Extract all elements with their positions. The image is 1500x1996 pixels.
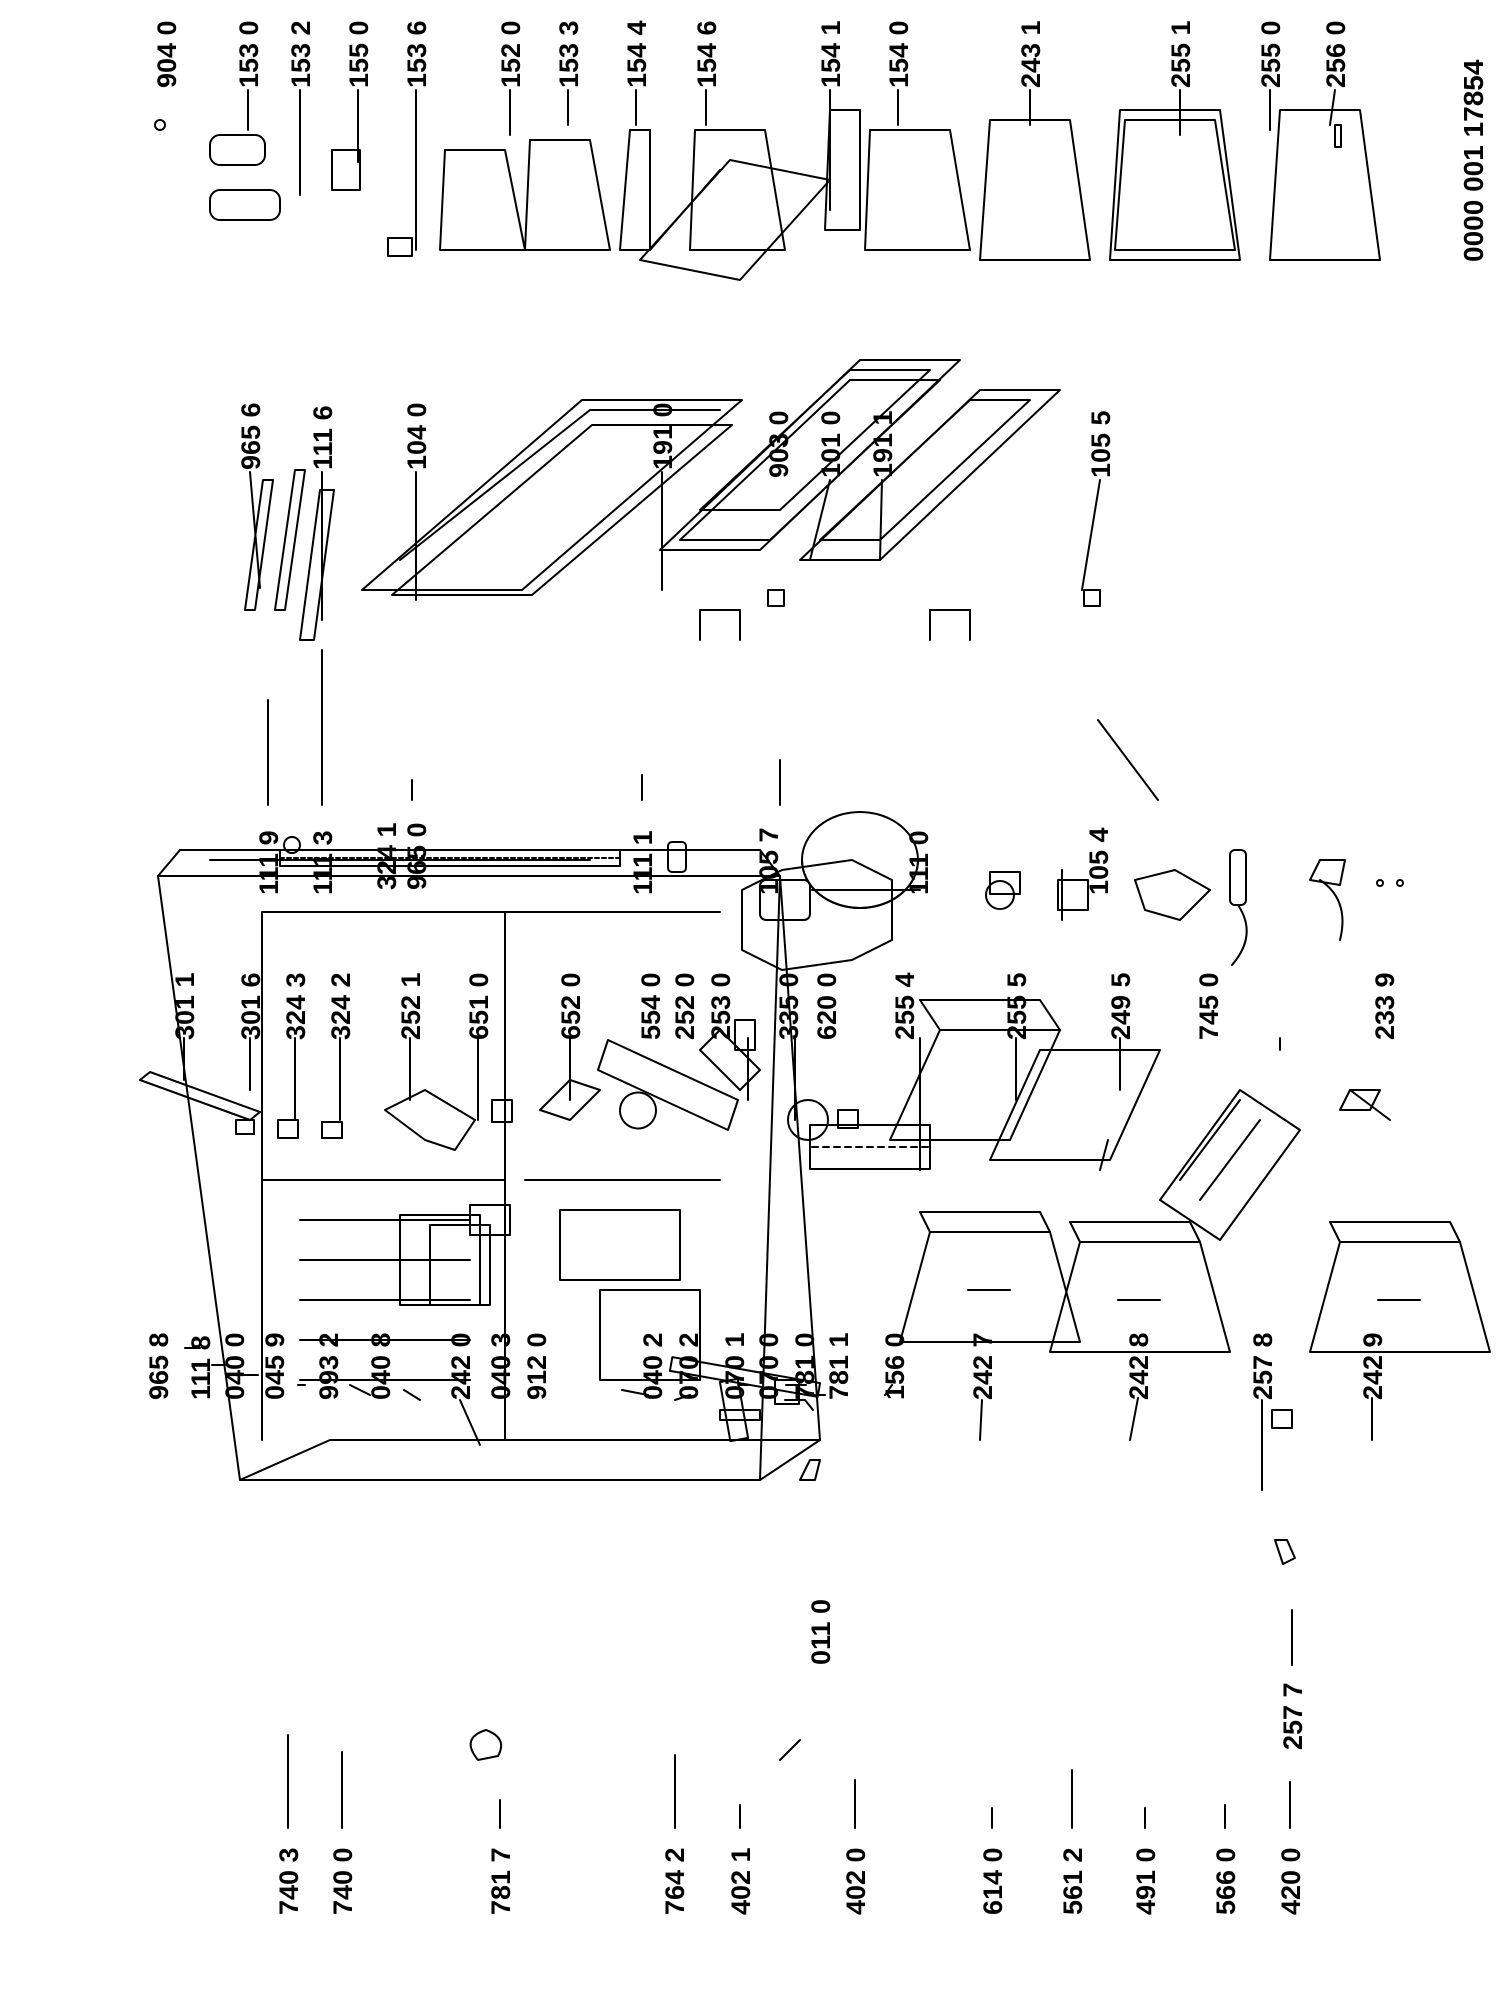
part-label: 965 6 [236, 402, 266, 470]
part-label: 155 0 [344, 20, 374, 88]
part-label: 242 9 [1358, 1332, 1388, 1400]
crisper-drawers [899, 1211, 1491, 1565]
part-label: 255 4 [890, 972, 920, 1040]
part-label: 111 9 [254, 830, 284, 895]
part-label: 040 0 [220, 1332, 250, 1400]
part-label: 781 1 [824, 1332, 854, 1400]
lower-left-components [469, 811, 1404, 1761]
part-label: 105 7 [754, 827, 784, 895]
part-label: 011 0 [806, 1598, 836, 1665]
part-label: 154 1 [816, 20, 846, 88]
part-label: 252 0 [670, 972, 700, 1040]
part-label: 257 8 [1248, 1332, 1278, 1400]
part-label: 620 0 [812, 972, 842, 1040]
document-id: 0000 001 17854 [1458, 59, 1489, 262]
door-panels [244, 159, 1101, 641]
part-label: 781 7 [486, 1847, 516, 1915]
part-label: 156 0 [880, 1332, 910, 1400]
part-label: 257 7 [1278, 1682, 1308, 1750]
part-label: 566 0 [1211, 1847, 1241, 1915]
cabinet-outline [157, 849, 821, 1481]
part-label: 614 0 [978, 1847, 1008, 1915]
part-label: 252 1 [396, 972, 426, 1040]
part-label: 301 6 [236, 972, 266, 1040]
part-label: 242 0 [446, 1332, 476, 1400]
part-label: 040 3 [486, 1332, 516, 1400]
part-label: 324 2 [326, 972, 356, 1040]
part-label: 651 0 [464, 972, 494, 1040]
part-label: 255 0 [1256, 20, 1286, 88]
part-label: 255 1 [1166, 20, 1196, 88]
part-label: 040 8 [366, 1332, 396, 1400]
part-label: 903 0 [764, 410, 794, 478]
part-label: 153 2 [286, 20, 316, 88]
part-label: 153 3 [554, 20, 584, 88]
part-label: 402 1 [726, 1847, 756, 1915]
part-label: 491 0 [1131, 1847, 1161, 1915]
part-label: 233 9 [1370, 972, 1400, 1040]
part-label: 242 8 [1124, 1332, 1154, 1400]
part-label: 255 5 [1002, 972, 1032, 1040]
part-label: 111 6 [308, 405, 338, 470]
part-label: 045 9 [260, 1332, 290, 1400]
part-label: 153 0 [234, 20, 264, 88]
part-label: 253 0 [706, 972, 736, 1040]
part-label: 105 5 [1086, 410, 1116, 478]
part-label: 249 5 [1106, 972, 1136, 1040]
part-label: 154 6 [692, 20, 722, 88]
part-label: 101 0 [816, 410, 846, 478]
part-label: 104 0 [402, 402, 432, 470]
part-label: 402 0 [841, 1847, 871, 1915]
part-label: 420 0 [1276, 1847, 1306, 1915]
part-label: 105 4 [1084, 827, 1114, 895]
part-label: 745 0 [1194, 972, 1224, 1040]
part-label: 111 0 [904, 830, 934, 895]
part-label: 242 7 [968, 1332, 998, 1400]
part-label: 154 0 [884, 20, 914, 88]
part-label: 740 0 [328, 1847, 358, 1915]
part-label: 965 8 [144, 1332, 174, 1400]
part-label: 993 2 [314, 1332, 344, 1400]
part-label: 111 3 [308, 830, 338, 895]
part-label: 070 2 [674, 1332, 704, 1400]
part-label: 554 0 [636, 972, 666, 1040]
part-label: 561 2 [1058, 1847, 1088, 1915]
part-label: 965 0 [402, 822, 432, 890]
part-label: 324 3 [281, 972, 311, 1040]
part-label: 781 0 [790, 1332, 820, 1400]
door-shelves [154, 109, 1381, 261]
part-label: 154 4 [622, 20, 652, 88]
part-label: 111 1 [628, 830, 658, 895]
part-label: 301 1 [170, 972, 200, 1040]
part-label: 111 8 [186, 1335, 216, 1400]
part-label: 740 3 [274, 1847, 304, 1915]
part-label: 191 1 [868, 410, 898, 478]
part-label: 324 1 [372, 822, 402, 890]
egg-tray [809, 1124, 931, 1170]
part-label: 335 0 [774, 972, 804, 1040]
part-label: 153 6 [402, 20, 432, 88]
part-label: 912 0 [522, 1332, 552, 1400]
part-label: 152 0 [496, 20, 526, 88]
part-label: 070 1 [720, 1332, 750, 1400]
part-label: 070 0 [754, 1332, 784, 1400]
middle-column-parts [139, 999, 1391, 1241]
part-label: 652 0 [556, 972, 586, 1040]
cover-strip [668, 1356, 822, 1481]
condenser-coil [279, 836, 621, 867]
part-label: 243 1 [1016, 20, 1046, 88]
part-label: 764 2 [660, 1847, 690, 1915]
part-label: 256 0 [1321, 20, 1351, 88]
part-label: 040 2 [638, 1332, 668, 1400]
part-label: 904 0 [152, 20, 182, 88]
part-label: 191 0 [648, 402, 678, 470]
